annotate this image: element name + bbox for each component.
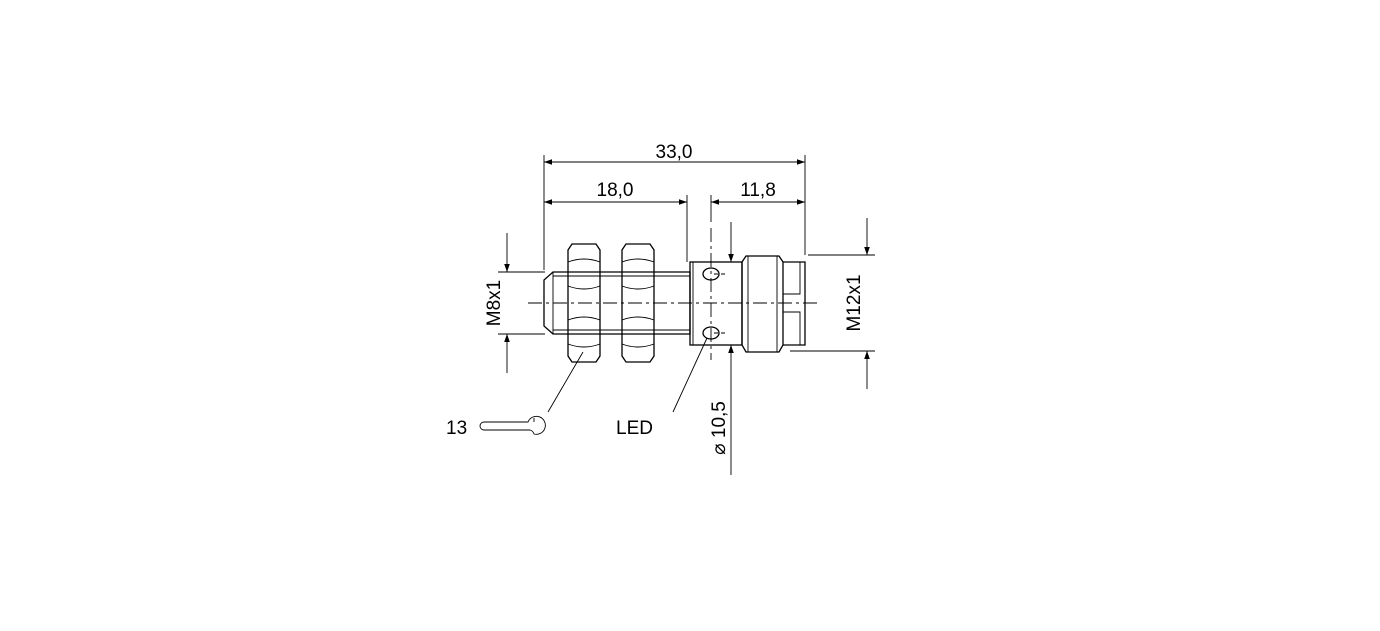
led-window	[702, 267, 720, 281]
dimension-m8: M8x1	[484, 233, 510, 373]
dim-connector-thread: M12x1	[844, 274, 865, 331]
dim-connector-length: 11,8	[740, 180, 776, 201]
led-label: LED	[616, 418, 653, 439]
hex-nut	[567, 243, 601, 363]
led-callout: LED	[616, 337, 708, 439]
dimension-connector: 11,8	[711, 180, 805, 205]
dimension-overall: 33,0	[544, 142, 805, 165]
extension-lines	[498, 155, 875, 352]
dimension-diameter: ⌀ 10,5	[709, 222, 734, 475]
dim-housing-diameter: ⌀ 10,5	[709, 401, 730, 455]
sensor-body	[528, 228, 818, 363]
led-window	[702, 326, 720, 340]
wrench-icon	[479, 415, 546, 435]
dim-thread-length: 18,0	[597, 180, 634, 201]
wrench-size-label: 13	[446, 418, 467, 439]
dimension-m12: M12x1	[844, 218, 870, 389]
dimension-thread: 18,0	[544, 180, 687, 205]
wrench-callout: 13	[446, 351, 584, 439]
dim-overall-length: 33,0	[656, 142, 693, 163]
hex-nut	[621, 243, 655, 363]
dim-thread-size: M8x1	[484, 280, 505, 326]
